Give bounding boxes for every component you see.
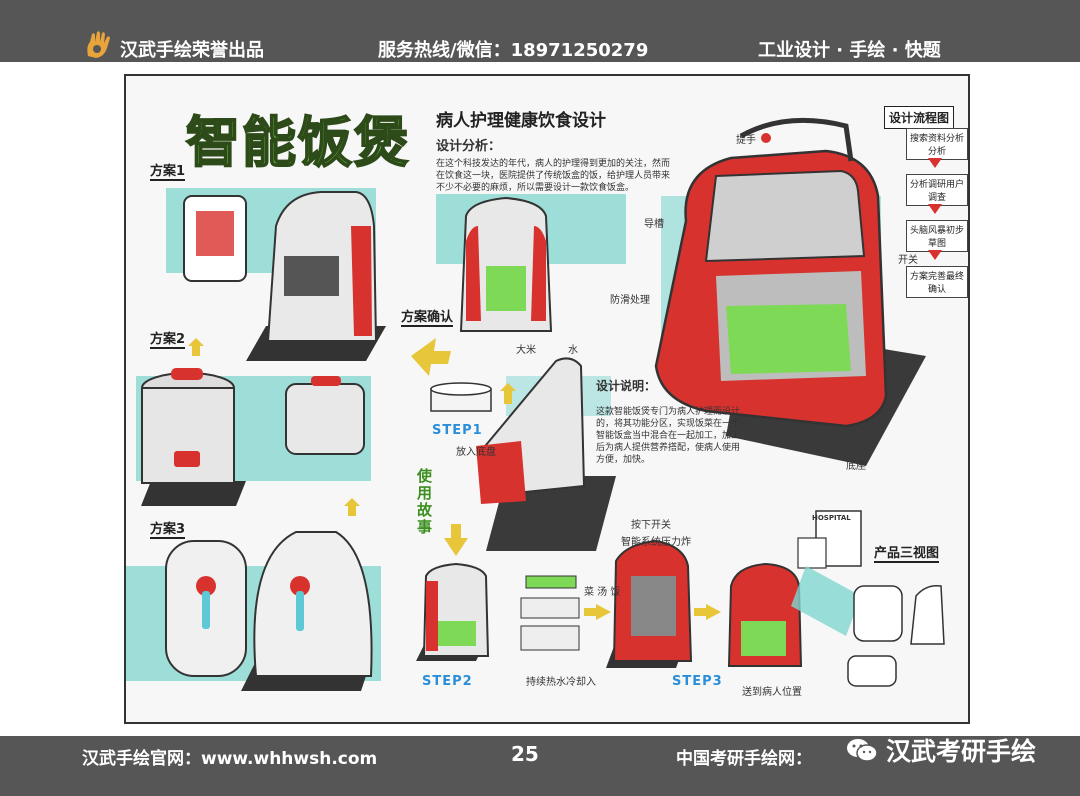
footer-bar: 汉武手绘官网：www.whhwsh.com 25 中国考研手绘网： 汉武考研手绘 bbox=[0, 736, 1080, 796]
wechat-name: 汉武考研手绘 bbox=[886, 737, 1037, 766]
flow-step-3: 头脑风暴初步草图 bbox=[906, 220, 968, 252]
analysis-text: 在这个科技发达的年代，病人的护理得到更加的关注，然而在饮食这一块，医院提供了传统… bbox=[436, 159, 671, 193]
three-view-label: 产品三视图 bbox=[874, 542, 940, 563]
analysis-heading: 设计分析： bbox=[436, 139, 502, 154]
wechat-badge[interactable]: 汉武考研手绘 bbox=[846, 732, 1036, 768]
flow-arrow-icon bbox=[928, 204, 942, 214]
kaoyan-site-label[interactable]: 中国考研手绘网： bbox=[676, 749, 812, 769]
scheme3-label: 方案3 bbox=[150, 518, 186, 539]
story-label: 使用故事 bbox=[415, 468, 433, 536]
scheme-confirm-label: 方案确认 bbox=[401, 306, 454, 327]
callout-dishes: 菜 汤 饭 bbox=[584, 587, 621, 598]
callout-clip: 按下开关 bbox=[631, 520, 671, 531]
callout-nonslip: 防滑处理 bbox=[610, 295, 650, 306]
callout-handle: 提手 bbox=[736, 135, 756, 146]
header-bar: 汉武手绘荣誉出品 服务热线/微信：18971250279 工业设计 · 手绘 ·… bbox=[0, 0, 1080, 62]
design-board: 智能饭煲 病人护理健康饮食设计 设计分析： 在这个科技发达的年代，病人的护理得到… bbox=[124, 74, 970, 724]
callout-rice: 大米 bbox=[516, 345, 536, 356]
brand-label: 汉武手绘荣誉出品 bbox=[120, 40, 264, 61]
flow-title: 设计流程图 bbox=[884, 106, 955, 129]
callout-guide: 导槽 bbox=[644, 219, 664, 230]
flow-step-1: 搜索资料分析分析 bbox=[906, 128, 968, 160]
hospital-sign: HOSPITAL bbox=[812, 514, 851, 522]
step3-label: STEP3 bbox=[672, 674, 723, 689]
board-subtitle: 病人护理健康饮食设计 bbox=[436, 111, 606, 131]
callout-serve: 持续热水冷却入 bbox=[526, 677, 596, 688]
callout-smart: 智能系统压力炸 bbox=[621, 537, 691, 548]
step2-label: STEP2 bbox=[422, 674, 473, 689]
callout-base: 底座 bbox=[846, 461, 866, 472]
wechat-icon bbox=[847, 739, 878, 762]
callout-button: 开关 bbox=[898, 255, 918, 266]
hand-logo-icon bbox=[87, 31, 110, 58]
page-number: 25 bbox=[511, 742, 539, 766]
flow-arrow-icon bbox=[928, 250, 942, 260]
flow-step-2: 分析调研用户调查 bbox=[906, 174, 968, 206]
callout-water: 水 bbox=[568, 345, 578, 356]
callout-deliver: 送到病人位置 bbox=[742, 687, 802, 698]
official-site-label[interactable]: 汉武手绘官网：www.whhwsh.com bbox=[82, 749, 378, 769]
board-title: 智能饭煲 bbox=[185, 110, 410, 175]
step1-label: STEP1 bbox=[432, 423, 483, 438]
hotline-label: 服务热线/微信：18971250279 bbox=[378, 40, 649, 61]
design-desc-heading: 设计说明： bbox=[596, 379, 657, 393]
flow-step-4: 方案完善最终确认 bbox=[906, 266, 968, 298]
scheme2-label: 方案2 bbox=[150, 328, 186, 349]
sketch-illustration bbox=[126, 117, 945, 691]
callout-add: 放入底盘 bbox=[456, 447, 496, 458]
scheme1-label: 方案1 bbox=[150, 160, 186, 181]
design-desc-text: 这款智能饭煲专门为病人护理而设计的，将其功能分区，实现饭菜在一个智能饭盒当中混合… bbox=[596, 407, 741, 465]
tagline-label: 工业设计 · 手绘 · 快题 bbox=[758, 40, 941, 61]
flow-arrow-icon bbox=[928, 158, 942, 168]
